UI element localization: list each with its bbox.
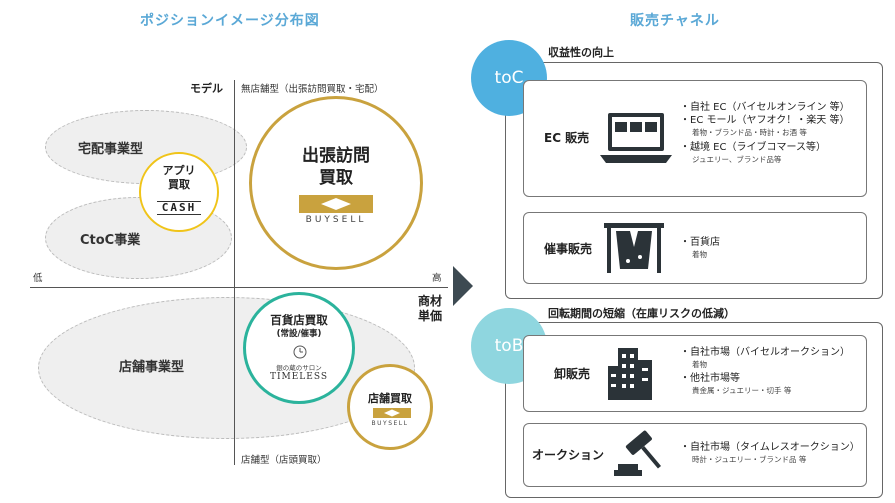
auction-list: ・自社市場（タイムレスオークション） 時計・ジュエリー・ブランド品 等 — [680, 441, 860, 465]
ec-sales-box: EC 販売 ・自社 EC（バイセルオンライン 等） ・EC モール（ヤフオク！・… — [523, 80, 867, 197]
ec-item-2: ・EC モール（ヤフオク！・楽天 等） — [680, 115, 850, 126]
kimono-icon — [604, 223, 664, 273]
auction-item-1-sub: 時計・ジュエリー・ブランド品 等 — [692, 455, 807, 464]
app-line1: アプリ — [162, 164, 196, 177]
cash-logo: CASH — [157, 201, 201, 215]
ec-item-3: ・越境 EC（ライブコマース等） — [680, 142, 826, 153]
circle-department-store: 百貨店買取 (常設/催事) 銀の蔵のサロン TIMELESS — [243, 292, 355, 404]
timeless-logo: TIMELESS — [269, 372, 329, 382]
wholesale-box: 卸販売 ・自社市場（バイセルオークション） 着物 ・他社市場等 貴金属・ジュエリ… — [523, 335, 867, 412]
toc-heading: 収益性の向上 — [548, 46, 614, 59]
clock-icon — [293, 345, 307, 359]
buysell-logo-icon — [299, 195, 373, 213]
ellipse-store-label: 店舗事業型 — [119, 360, 185, 375]
dept-line2: (常設/催事) — [276, 329, 322, 339]
visit-line2: 買取 — [319, 168, 353, 188]
buysell-small-logo-icon — [373, 408, 411, 418]
wholesale-item-2: ・他社市場等 — [680, 373, 740, 384]
store-logo-text: BUYSELL — [371, 420, 409, 427]
wholesale-list: ・自社市場（バイセルオークション） 着物 ・他社市場等 貴金属・ジュエリー・切手… — [680, 346, 850, 396]
ellipse-ctoc-label: CtoC事業 — [80, 233, 141, 248]
circle-store-purchase: 店舗買取 BUYSELL — [347, 364, 433, 450]
tob-heading: 回転期間の短縮（在庫リスクの低減） — [548, 307, 735, 320]
event-item-1: ・百貨店 — [680, 237, 720, 248]
wholesale-label: 卸販売 — [554, 367, 591, 381]
x-high-label: 高 — [432, 273, 442, 284]
event-sales-list: ・百貨店 着物 — [680, 236, 720, 260]
ec-item-3-sub: ジュエリー、ブランド品等 — [692, 155, 782, 164]
auction-box: オークション ・自社市場（タイムレスオークション） 時計・ジュエリー・ブランド品… — [523, 423, 867, 487]
event-sales-box: 催事販売 ・百貨店 着物 — [523, 212, 867, 284]
visit-line1: 出張訪問 — [302, 146, 370, 166]
circle-app-purchase: アプリ 買取 CASH — [139, 152, 219, 232]
visit-logo-text: BUYSELL — [305, 215, 367, 225]
wholesale-item-2-sub: 貴金属・ジュエリー・切手 等 — [692, 386, 792, 395]
ellipse-delivery-label: 宅配事業型 — [78, 142, 144, 157]
laptop-icon — [600, 113, 672, 163]
ec-sales-label: EC 販売 — [544, 131, 590, 145]
ec-item-2-sub: 着物・ブランド品・時計・お酒 等 — [692, 128, 807, 137]
auction-item-1: ・自社市場（タイムレスオークション） — [680, 442, 860, 453]
dept-line1: 百貨店買取 — [270, 313, 328, 327]
event-sales-label: 催事販売 — [544, 242, 593, 256]
sales-channel-title: 販売チャネル — [630, 13, 720, 29]
x-low-label: 低 — [33, 273, 43, 284]
y-axis — [234, 80, 235, 465]
x-axis-title: 商材 単価 — [418, 294, 443, 323]
y-axis-title: モデル — [190, 82, 223, 95]
arrow-right-icon — [453, 266, 473, 306]
wholesale-item-1-sub: 着物 — [692, 360, 707, 369]
y-top-label: 無店舗型（出張訪問買取・宅配） — [241, 84, 384, 95]
gavel-icon — [614, 430, 662, 476]
event-item-1-sub: 着物 — [692, 250, 707, 259]
circle-visit-purchase: 出張訪問 買取 BUYSELL — [249, 96, 423, 270]
timeless-sub: 銀の蔵のサロン — [276, 364, 322, 372]
y-bottom-label: 店舗型（店頭買取） — [241, 455, 327, 466]
store-line1: 店舗買取 — [368, 392, 412, 405]
building-icon — [608, 348, 652, 400]
position-map-title: ポジションイメージ分布図 — [140, 13, 320, 29]
app-line2: 買取 — [168, 178, 190, 191]
ec-item-1: ・自社 EC（バイセルオンライン 等） — [680, 102, 850, 113]
auction-label: オークション — [532, 448, 605, 462]
wholesale-item-1: ・自社市場（バイセルオークション） — [680, 347, 850, 358]
x-axis — [30, 287, 448, 288]
ec-sales-list: ・自社 EC（バイセルオンライン 等） ・EC モール（ヤフオク！・楽天 等） … — [680, 101, 850, 165]
